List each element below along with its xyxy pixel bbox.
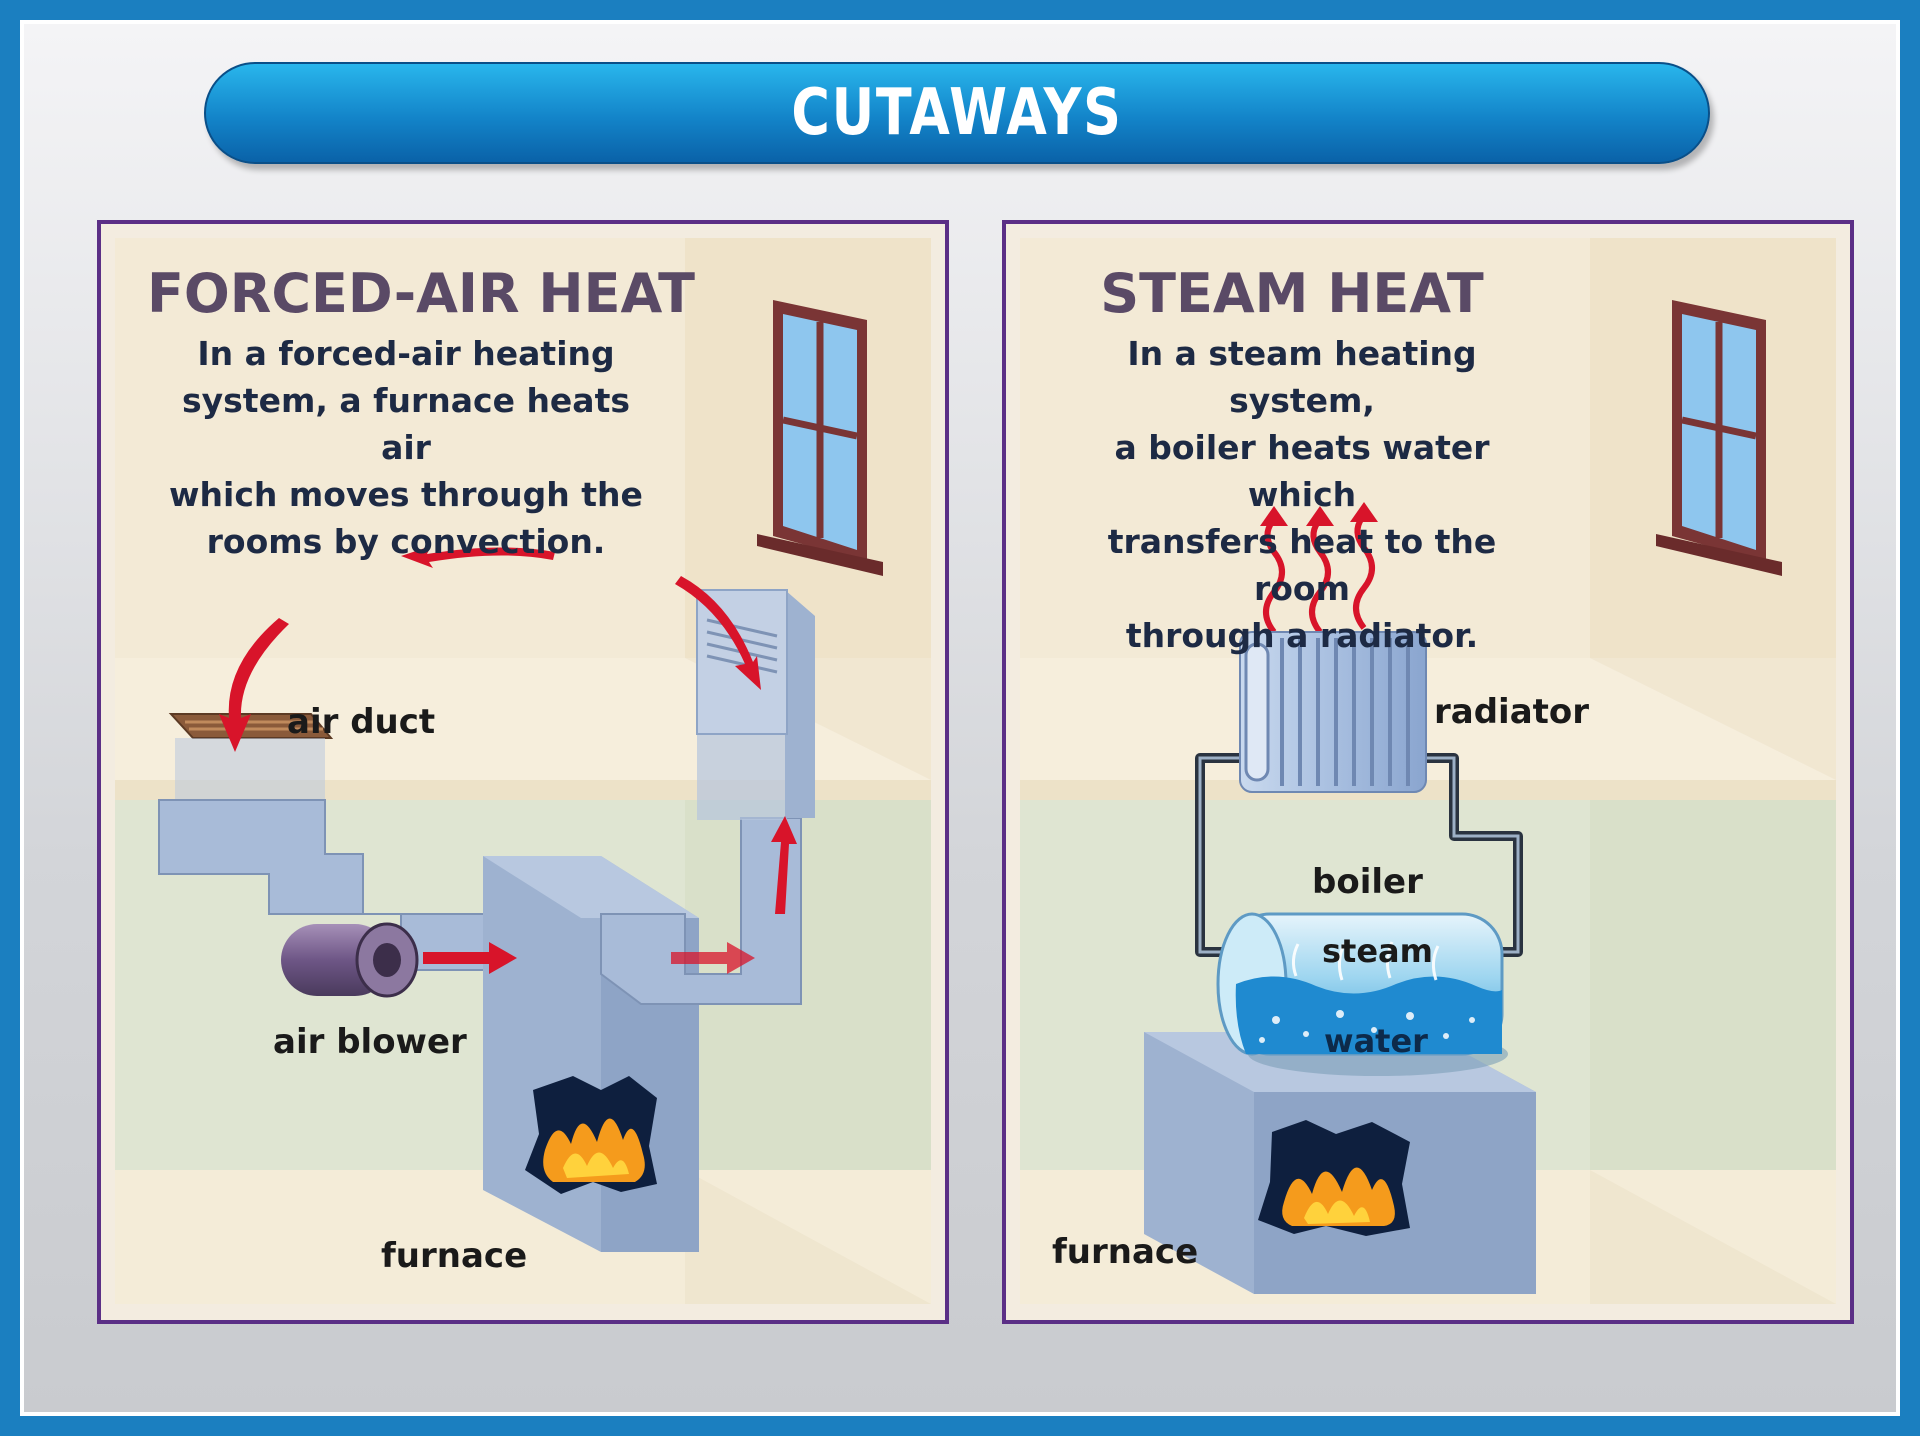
steam-pipes-highlight <box>1198 756 1520 954</box>
description-line: which moves through the <box>169 475 643 514</box>
description-line: In a steam heating system, <box>1127 334 1477 420</box>
upper-back-wall <box>115 238 685 658</box>
window-icon <box>1656 300 1782 576</box>
label-radiator: radiator <box>1434 692 1590 732</box>
forced-air-description: In a forced-air heating system, a furnac… <box>161 330 651 565</box>
window-icon <box>757 300 883 576</box>
description-line: a boiler heats water which <box>1114 428 1490 514</box>
label-steam: steam <box>1322 932 1433 970</box>
air-blower-illustration <box>281 922 419 998</box>
radiator-illustration <box>1239 631 1427 793</box>
description-line: rooms by convection. <box>206 522 606 561</box>
upper-back-wall <box>1020 238 1590 658</box>
label-water: water <box>1324 1022 1428 1060</box>
upper-floor <box>1020 658 1836 780</box>
steam-description: In a steam heating system, a boiler heat… <box>1072 330 1532 659</box>
label-furnace: furnace <box>381 1236 528 1276</box>
steam-title: STEAM HEAT <box>1100 262 1484 325</box>
heat-wave-arrows <box>1263 516 1375 634</box>
description-line: system, a furnace heats air <box>182 381 630 467</box>
forced-air-panel: FORCED-AIR HEAT In a forced-air heating … <box>97 220 949 1324</box>
forced-air-illustration <box>115 238 931 1304</box>
label-air-blower: air blower <box>273 1022 467 1062</box>
steam-panel: STEAM HEAT In a steam heating system, a … <box>1002 220 1854 1324</box>
steam-illustration <box>1020 238 1836 1304</box>
heat-wave-arrowheads <box>1260 502 1378 526</box>
label-furnace: furnace <box>1052 1232 1199 1272</box>
label-air-duct: air duct <box>287 702 436 742</box>
air-duct-illustration <box>158 713 590 971</box>
banner-title: CUTAWAYS <box>791 76 1123 150</box>
description-line: In a forced-air heating <box>197 334 615 373</box>
description-line: transfers heat to the room <box>1107 522 1497 608</box>
basement-floor-side <box>1590 1170 1836 1304</box>
boiler-illustration <box>1216 912 1508 1076</box>
description-line: through a radiator. <box>1125 616 1479 655</box>
upper-floor-far <box>1590 658 1836 780</box>
furnace-illustration <box>1144 1032 1536 1294</box>
forced-air-title: FORCED-AIR HEAT <box>147 262 695 325</box>
airflow-arrows <box>219 546 797 974</box>
floor-slab <box>1020 780 1836 800</box>
basement-floor-side <box>685 1170 931 1304</box>
label-boiler: boiler <box>1312 862 1423 902</box>
title-banner: CUTAWAYS <box>204 62 1710 164</box>
